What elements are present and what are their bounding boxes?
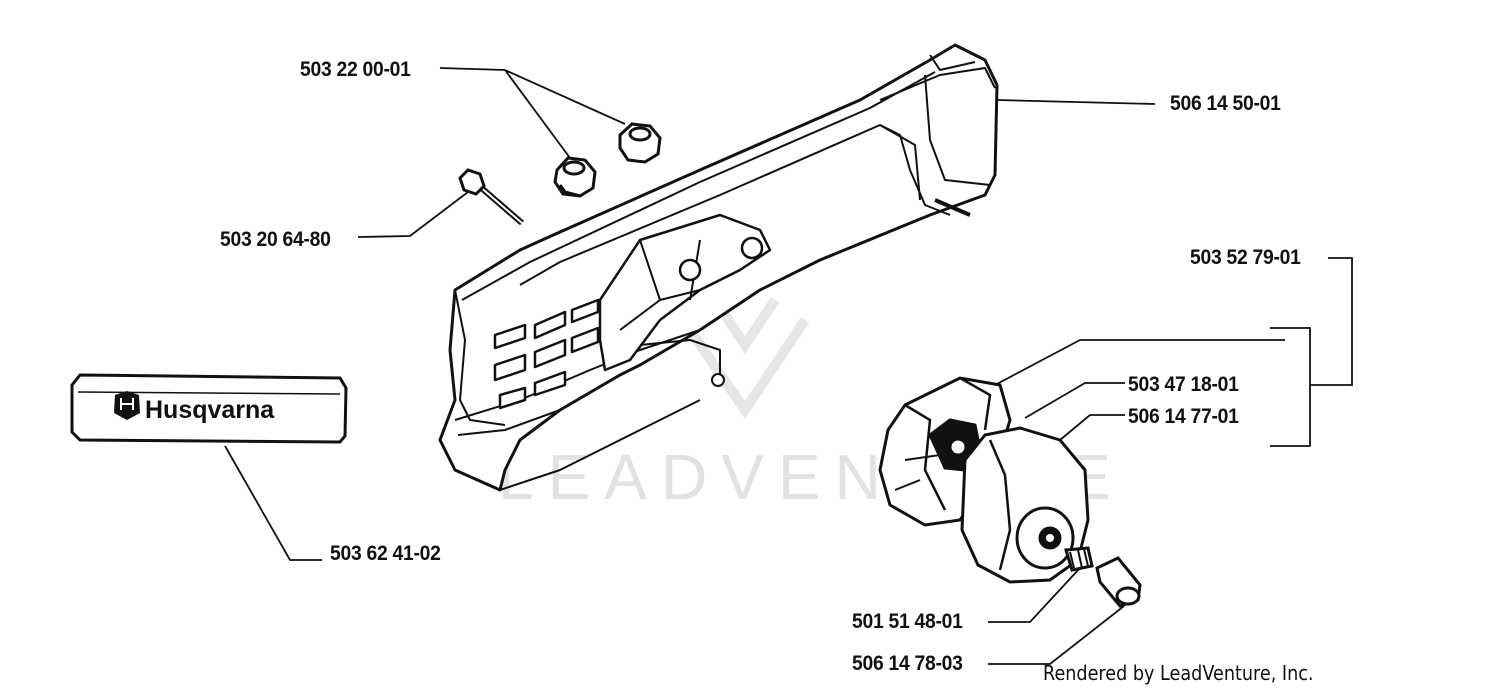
- clutch-cover-icon: [438, 43, 999, 492]
- bolt-icon: [458, 168, 524, 226]
- washer-icon: [1095, 556, 1142, 608]
- husqvarna-decal-icon: [70, 373, 348, 444]
- leader-lines: [224, 67, 1353, 665]
- clutch-drum-icon: [960, 426, 1090, 584]
- part-label-bearing: 501 51 48-01: [852, 610, 963, 633]
- bearing-icon: [1064, 546, 1094, 572]
- part-label-drum: 506 14 77-01: [1128, 405, 1239, 428]
- nut-icon: [618, 122, 662, 164]
- nut-icon: [553, 156, 597, 198]
- part-label-clutch-assembly: 503 52 79-01: [1190, 246, 1301, 269]
- part-label-clutch: 503 47 18-01: [1128, 373, 1239, 396]
- part-label-washer: 506 14 78-03: [852, 652, 963, 675]
- part-label-decal: 503 62 41-02: [330, 542, 441, 565]
- part-label-bolt: 503 20 64-80: [220, 228, 331, 251]
- part-label-cover: 506 14 50-01: [1170, 92, 1281, 115]
- credit-text: Rendered by LeadVenture, Inc.: [1043, 661, 1314, 685]
- decal-logo-text: Husqvarna: [145, 396, 275, 424]
- part-label-nut: 503 22 00-01: [300, 58, 411, 81]
